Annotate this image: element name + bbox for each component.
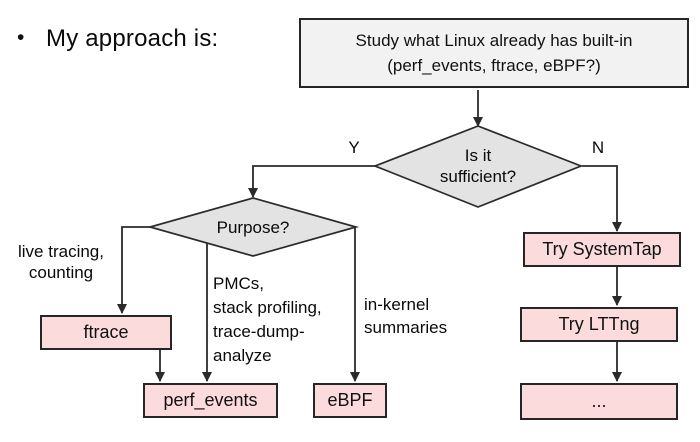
slide-title: My approach is: xyxy=(46,25,219,52)
edge-label-perf-reason: PMCs, stack profiling, trace-dump- analy… xyxy=(213,274,322,365)
edge-sufficient-yes-to-purpose xyxy=(248,165,377,198)
edge-purpose-to-ftrace xyxy=(117,226,150,314)
node-lttng: Try LTTng xyxy=(520,307,678,342)
edge-label-yes: Y xyxy=(348,138,360,157)
node-perf-events: perf_events xyxy=(143,383,278,418)
edge-label-ebpf-reason: in-kernel summaries xyxy=(364,295,448,337)
decision-sufficient-shape xyxy=(372,125,584,208)
node-more: ... xyxy=(520,383,678,420)
node-ebpf: eBPF xyxy=(313,383,387,418)
bullet-marker: • xyxy=(17,26,25,49)
decision-purpose-label: Purpose? xyxy=(216,218,290,237)
edge-label-ftrace-reason: live tracing, counting xyxy=(18,242,104,282)
node-ftrace: ftrace xyxy=(40,315,172,350)
edge-label-no: N xyxy=(591,138,605,157)
decision-purpose-shape xyxy=(146,197,360,257)
node-systemtap: Try SystemTap xyxy=(523,232,681,267)
edge-sufficient-no-to-systemtap xyxy=(582,165,622,232)
decision-sufficient-label: Is it sufficient? xyxy=(439,146,517,186)
node-start: Study what Linux already has built-in (p… xyxy=(299,18,689,88)
